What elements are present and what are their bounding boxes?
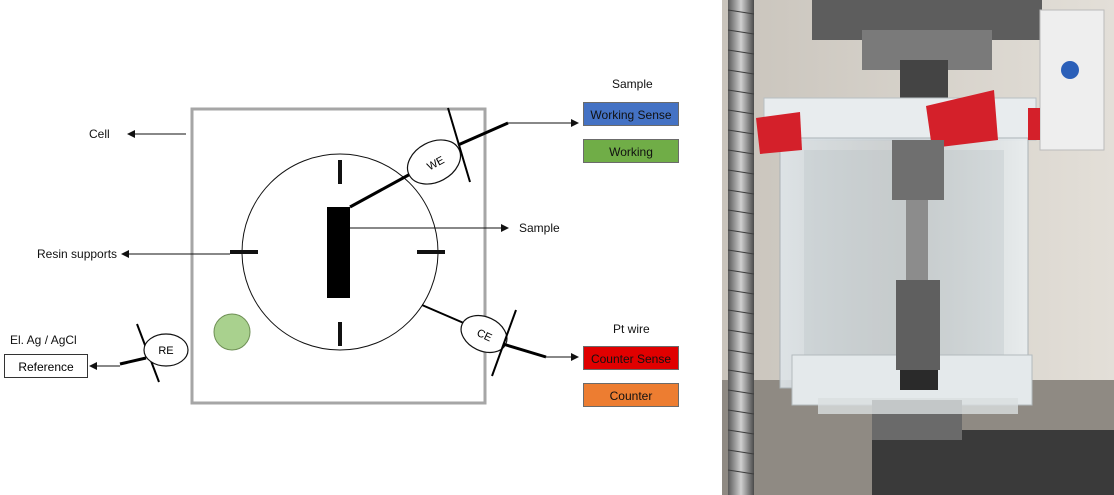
we-lead [349, 170, 415, 209]
cell-schematic: WE CE RE [89, 107, 579, 405]
working-box: Working [583, 139, 679, 163]
reference-bulb [213, 313, 251, 351]
we-cable [457, 121, 509, 147]
cell-label: Cell [89, 127, 110, 141]
we-electrode [406, 139, 462, 185]
pt-wire-label: Pt wire [613, 322, 650, 336]
sample-bar [327, 207, 350, 298]
counter-box: Counter [583, 383, 679, 407]
ce-label: CE [475, 327, 494, 344]
re-label: RE [158, 345, 173, 357]
ce-cable [502, 342, 547, 359]
sample-group-label: Sample [612, 77, 653, 91]
sample-pointer-label: Sample [519, 221, 560, 235]
cell-outline [190, 107, 487, 405]
ce-lead [421, 304, 467, 325]
reference-box: Reference [4, 354, 88, 378]
counter-sense-box: Counter Sense [583, 346, 679, 370]
cell-photo [722, 0, 1114, 495]
working-sense-box: Working Sense [583, 102, 679, 126]
re-cable [119, 356, 147, 366]
el-ag-agcl-label: El. Ag / AgCl [10, 333, 77, 347]
resin-supports-label: Resin supports [37, 247, 118, 261]
re-electrode [143, 333, 189, 367]
